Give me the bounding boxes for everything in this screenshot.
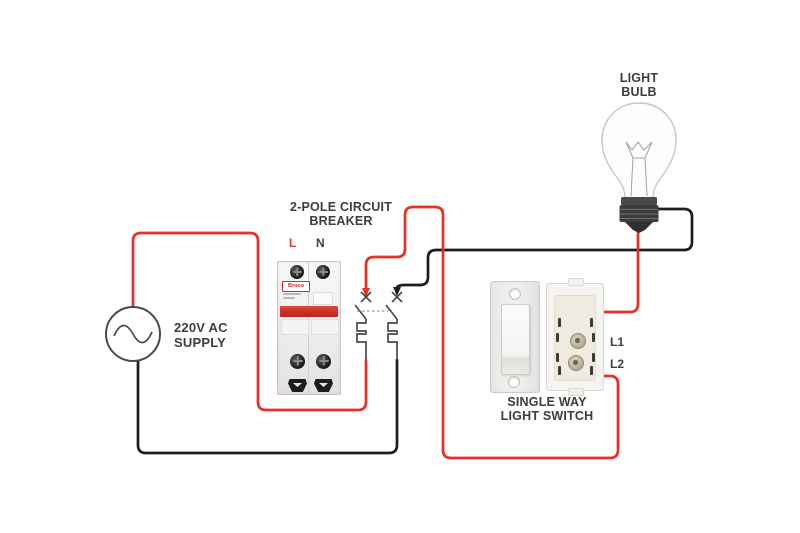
breaker-terminal-label-neutral: N	[316, 236, 325, 250]
bulb-label-line1: LIGHT	[619, 71, 659, 85]
live-wire-breaker-to-switch	[364, 205, 620, 460]
switch-vent-slot	[558, 318, 561, 327]
switch-rocker	[501, 304, 530, 375]
breaker-handle-left	[281, 319, 309, 335]
switch-screw-hole-bottom	[508, 376, 520, 388]
breaker-code-line	[283, 293, 301, 295]
switch-terminal-l2	[568, 355, 584, 371]
circuit-breaker-image: Broco	[277, 261, 341, 395]
switch-terminal-l1	[570, 333, 586, 349]
bulb-label: LIGHT BULB	[604, 71, 674, 99]
switch-screw-hole-top	[509, 288, 521, 300]
switch-vent-slot	[590, 366, 593, 375]
breaker-label-line1: 2-POLE CIRCUIT	[289, 200, 393, 214]
breaker-schematic-symbol	[354, 291, 403, 360]
neutral-wire-breaker-to-supply	[136, 359, 399, 455]
neutral-arrowhead	[393, 287, 401, 296]
switch-vent-slot	[556, 333, 559, 342]
switch-vent-slot	[558, 366, 561, 375]
breaker-clip-right	[314, 379, 333, 392]
supply-label-line2: SUPPLY	[174, 334, 227, 350]
switch-mount-tab-top	[568, 278, 584, 286]
live-wire-supply-to-breaker	[131, 231, 368, 412]
switch-vent-slot	[590, 318, 593, 327]
ac-source-icon	[105, 306, 161, 362]
breaker-terminal-screw-bottom-right	[316, 354, 331, 369]
breaker-brand-logo: Broco	[282, 281, 310, 292]
bulb-tip	[625, 222, 653, 233]
switch-label-line2: LIGHT SWITCH	[500, 409, 594, 423]
breaker-terminal-screw-bottom-left	[290, 354, 305, 369]
breaker-rating-window	[313, 292, 333, 305]
switch-terminal-label-l1: L1	[610, 335, 625, 349]
bulb-label-line2: BULB	[621, 85, 657, 99]
switch-vent-slot	[592, 333, 595, 342]
breaker-label: 2-POLE CIRCUIT BREAKER	[270, 200, 412, 228]
breaker-clip-left	[288, 379, 307, 392]
supply-label: 220V AC SUPPLY	[174, 320, 228, 350]
switch-terminal-label-l2: L2	[610, 357, 625, 371]
breaker-label-line2: BREAKER	[309, 214, 373, 228]
neutral-wire-bulb-to-breaker	[395, 207, 694, 289]
breaker-code-line	[283, 297, 295, 299]
live-arrowhead-breaker	[362, 288, 370, 297]
breaker-terminal-screw-top-left	[290, 265, 304, 279]
light-switch-front-image	[490, 281, 540, 393]
switch-vent-slot	[556, 353, 559, 362]
breaker-terminal-screw-top-right	[316, 265, 330, 279]
x-contact-left-icon	[360, 291, 372, 303]
x-contact-right-icon	[391, 291, 403, 303]
light-bulb-image	[601, 102, 677, 233]
switch-mount-tab-bottom	[568, 388, 584, 396]
light-switch-back-image	[546, 278, 604, 396]
switch-vent-slot	[592, 353, 595, 362]
supply-label-line1: 220V AC	[174, 320, 228, 335]
breaker-terminal-label-live: L	[289, 236, 297, 250]
breaker-red-band	[280, 306, 338, 317]
breaker-handle-right	[311, 319, 339, 335]
switch-label-line1: SINGLE WAY	[507, 395, 587, 409]
switch-label: SINGLE WAY LIGHT SWITCH	[477, 395, 617, 423]
bulb-collar	[621, 197, 657, 205]
